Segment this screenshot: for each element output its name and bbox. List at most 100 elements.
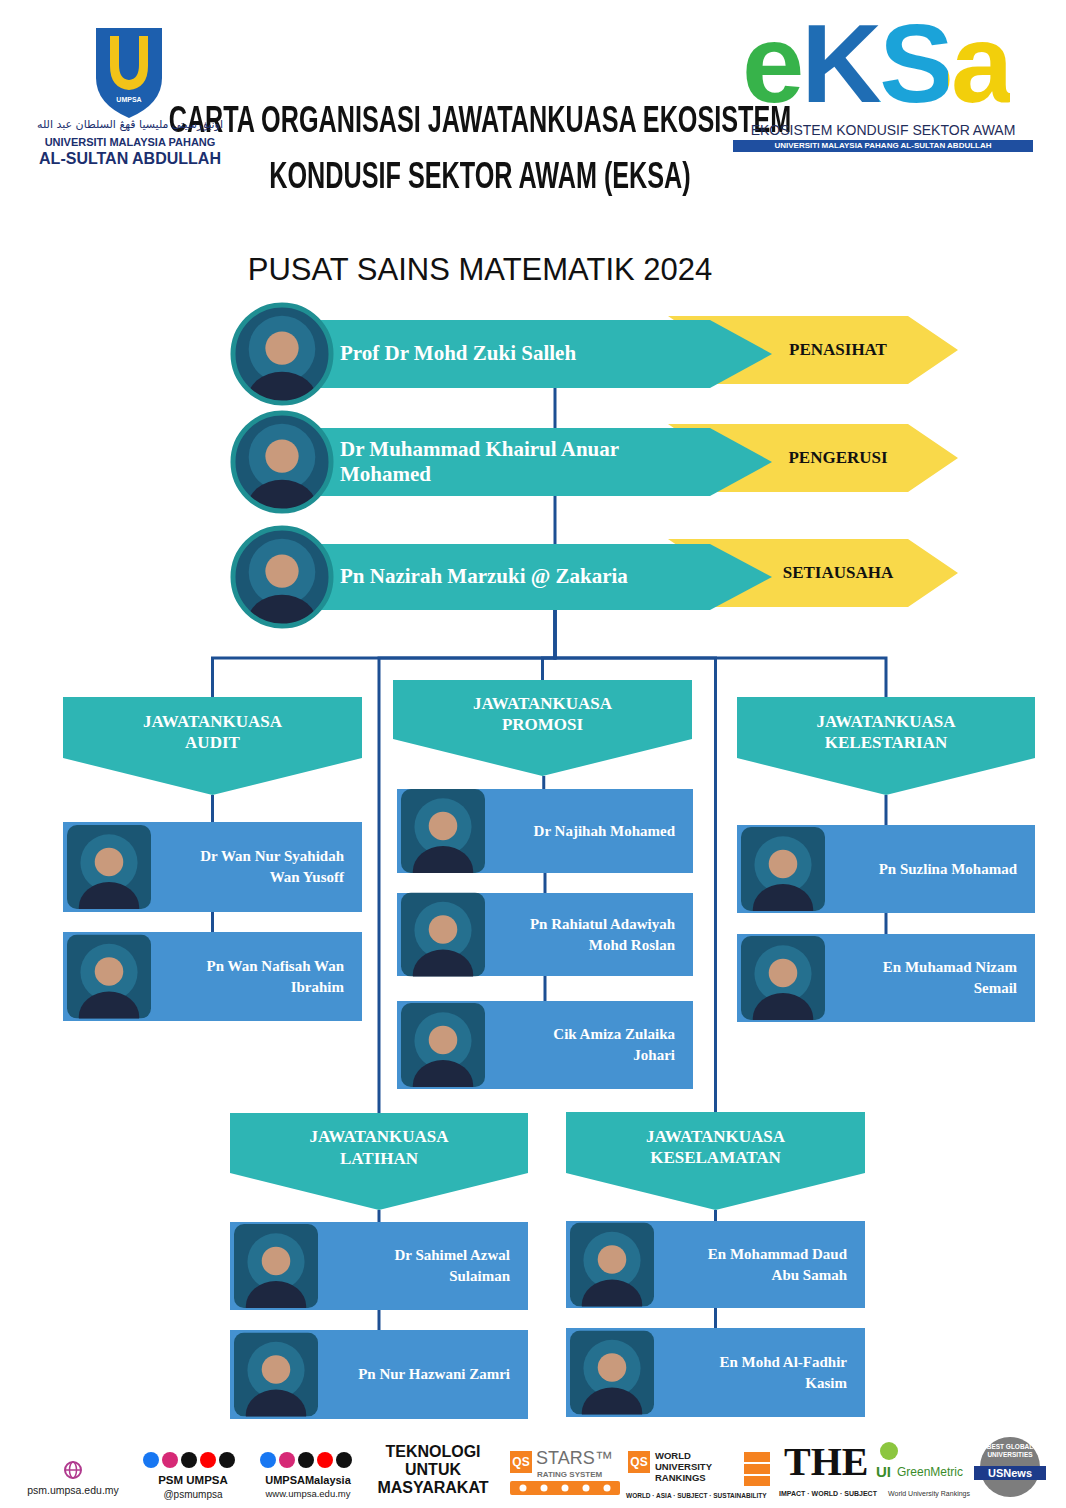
logo-text: UMPSA — [104, 96, 154, 104]
portrait-photo — [67, 935, 151, 1019]
rating-star — [562, 1485, 569, 1492]
social-name: PSM UMPSA — [138, 1474, 248, 1487]
chev-fill — [668, 424, 958, 492]
badge-text: QS — [628, 1451, 650, 1473]
logo-text: اونيۏرسيتي مليسيا ڤهڠ السلطان عبد الله — [20, 119, 240, 132]
text-area: Pn Wan Nafisah Wan Ibrahim — [175, 932, 344, 1021]
text-area: Dr Muhammad Khairul Anuar Mohamed — [340, 428, 680, 496]
logo-text: AL-SULTAN ABDULLAH — [20, 150, 240, 168]
head-fill — [393, 680, 692, 776]
connector-line — [714, 1210, 717, 1221]
portrait-photo — [234, 1224, 318, 1308]
connector-line — [543, 610, 556, 680]
photo-ring — [233, 528, 331, 626]
member-name: Dr Wan Nur Syahidah Wan Yusoff — [175, 846, 344, 888]
slogan: TEKNOLOGI UNTUK MASYARAKAT — [366, 1443, 500, 1497]
role-title: SETIAUSAHA — [783, 563, 894, 583]
connector-line — [378, 1210, 381, 1222]
globe-icon — [65, 1469, 81, 1471]
name-banner: Prof Dr Mohd Zuki Salleh — [232, 320, 772, 388]
committee-title: JAWATANKUASA LATIHAN — [284, 1126, 474, 1169]
committee-header: JAWATANKUASA LATIHAN — [230, 1113, 528, 1210]
social-name: UMPSAMalaysia — [252, 1474, 364, 1487]
member-card: Pn Suzlina Mohamad — [737, 825, 1035, 913]
portrait-photo — [67, 825, 151, 909]
member-card: En Mohammad Daud Abu Samah — [566, 1221, 865, 1308]
ranking-logo: THE — [784, 1442, 874, 1482]
member-card: Pn Nur Hazwani Zamri — [230, 1330, 528, 1419]
text-area: PENASIHAT — [768, 316, 908, 384]
member-card: En Muhamad Nizam Semail — [737, 934, 1035, 1022]
member-name: En Muhamad Nizam Semail — [849, 957, 1017, 999]
social-icon — [336, 1452, 352, 1468]
connector-line — [211, 912, 214, 932]
member-shape — [737, 934, 1035, 1022]
committee-header: JAWATANKUASA KESELAMATAN — [566, 1112, 865, 1210]
text-area: Dr Najihah Mohamed — [509, 789, 675, 873]
photo-ring — [233, 413, 331, 511]
role-title: PENASIHAT — [789, 340, 887, 360]
member-shape — [397, 1001, 693, 1089]
logo-wordmark: eKSa — [742, 8, 1010, 120]
connector-line — [211, 795, 214, 822]
member-shape — [566, 1221, 865, 1308]
logo-emblem — [110, 36, 148, 90]
text-area: En Muhamad Nizam Semail — [849, 934, 1017, 1022]
member-name: Cik Amiza Zulaika Johari — [509, 1024, 675, 1066]
text-area: JAWATANKUASA KESELAMATAN — [566, 1120, 865, 1174]
ranking-text: RATING SYSTEM — [537, 1470, 619, 1479]
person-name: Dr Muhammad Khairul Anuar Mohamed — [340, 437, 680, 487]
banner-fill — [272, 428, 772, 496]
ranking-text: WORLD UNIVERSITY RANKINGS — [655, 1450, 739, 1483]
rating-star — [541, 1485, 548, 1492]
member-name: En Mohd Al-Fadhir Kasim — [678, 1352, 847, 1394]
social-icon — [260, 1452, 276, 1468]
member-card: Dr Wan Nur Syahidah Wan Yusoff — [63, 822, 362, 912]
connector-line — [554, 388, 557, 428]
social-icon — [162, 1452, 178, 1468]
committee-header: JAWATANKUASA AUDIT — [63, 697, 362, 795]
portrait-photo — [741, 936, 825, 1020]
text-area: JAWATANKUASA AUDIT — [63, 705, 362, 759]
chev-fill — [668, 316, 958, 384]
connector-line — [378, 1310, 381, 1330]
social-icon — [200, 1452, 216, 1468]
portrait-photo — [741, 827, 825, 911]
text-area: Dr Sahimel Azwal Sulaiman — [342, 1222, 510, 1310]
social-handle: @psmumpsa — [138, 1489, 248, 1501]
connector-line — [542, 776, 545, 789]
subtitle: PUSAT SAINS MATEMATIK 2024 — [130, 252, 830, 288]
ranking-stripe — [744, 1474, 770, 1476]
social-icon — [143, 1452, 159, 1468]
member-name: Pn Nur Hazwani Zamri — [358, 1364, 510, 1385]
text-area: En Mohammad Daud Abu Samah — [678, 1221, 847, 1308]
connector-line — [714, 1308, 717, 1328]
committee-title: JAWATANKUASA KELESTARIAN — [791, 711, 981, 754]
rating-star — [604, 1485, 611, 1492]
committee-title: JAWATANKUASA PROMOSI — [448, 693, 638, 736]
member-shape — [63, 932, 362, 1021]
ranking-stripe — [744, 1452, 770, 1486]
member-shape — [566, 1328, 865, 1417]
connector-line — [885, 913, 888, 934]
text-area: Pn Suzlina Mohamad — [849, 825, 1017, 913]
member-card: Dr Sahimel Azwal Sulaiman — [230, 1222, 528, 1310]
website-text: psm.umpsa.edu.my — [16, 1484, 130, 1496]
member-card: En Mohd Al-Fadhir Kasim — [566, 1328, 865, 1417]
member-shape — [63, 822, 362, 912]
website-text: www.umpsa.edu.my — [252, 1489, 364, 1500]
rating-star — [583, 1485, 590, 1492]
portrait-photo — [401, 789, 485, 873]
portrait-photo — [570, 1331, 654, 1415]
logo-text: EKOSISTEM KONDUSIF SEKTOR AWAM — [733, 122, 1033, 138]
banner-fill — [272, 544, 772, 610]
connector-line — [885, 795, 888, 825]
committee-header: JAWATANKUASA PROMOSI — [393, 680, 692, 776]
ranking-logo: GreenMetric — [897, 1466, 977, 1480]
text-area: Cik Amiza Zulaika Johari — [509, 1001, 675, 1089]
committee-header: JAWATANKUASA KELESTARIAN — [737, 697, 1035, 795]
head-fill — [566, 1112, 865, 1210]
text-area: SETIAUSAHA — [768, 539, 908, 607]
rating-star — [520, 1485, 527, 1492]
portrait-photo — [401, 1003, 485, 1087]
